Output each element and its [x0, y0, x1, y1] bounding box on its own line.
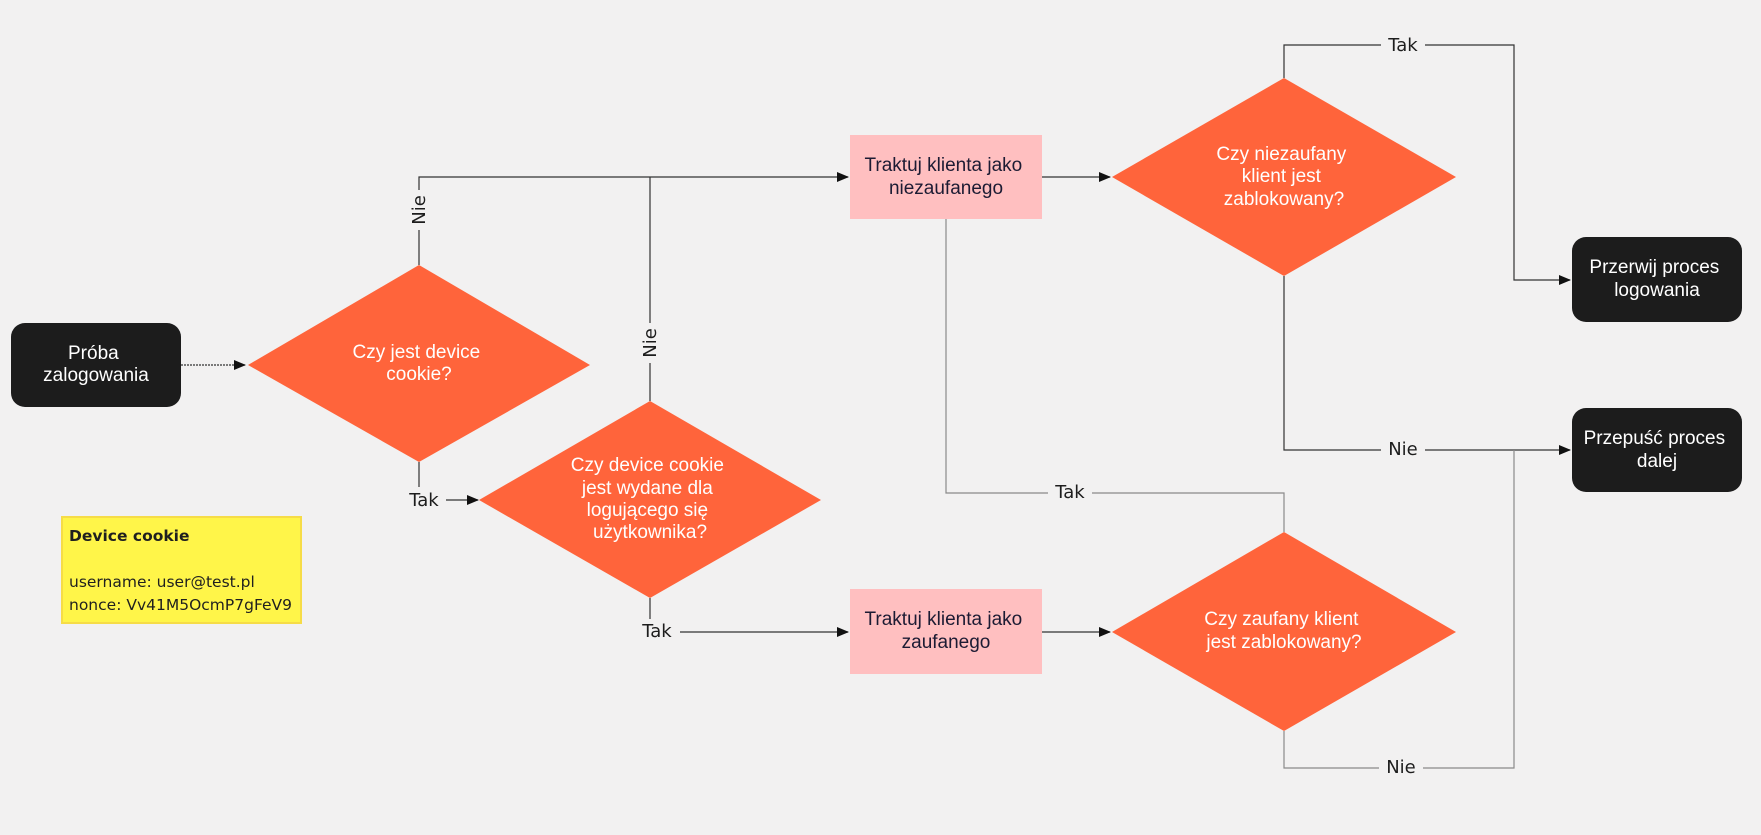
end-abort-login: Przerwij proces logowania — [1572, 237, 1742, 322]
end-continue-process: Przepuść proces dalej — [1572, 408, 1742, 492]
action-treat-trusted-label: Traktuj klienta jako zaufanego — [865, 609, 1028, 653]
action-treat-trusted: Traktuj klienta jako zaufanego — [850, 589, 1042, 674]
decision-cookie-issued-line-3: logującego się — [587, 500, 708, 521]
connector-untrusted-blocked-yes — [1283, 44, 1571, 285]
start-node-label-line-1: Próba — [68, 343, 119, 364]
decision-trusted-blocked-label: Czy zaufany klient jest zablokowany? — [1204, 609, 1363, 653]
connector-cookie-no — [418, 172, 849, 265]
decision-device-cookie-label: Czy jest device cookie? — [352, 342, 485, 385]
edge-label-untrusted-blocked-yes: Tak — [1387, 35, 1418, 56]
decision-untrusted-blocked-line-1: Czy niezaufany — [1216, 144, 1346, 165]
decision-cookie-issued-line-2: jest wydane dla — [581, 478, 713, 499]
edge-label-issued-yes: Tak — [641, 621, 672, 642]
connector-trusted-blocked-yes — [945, 219, 1285, 532]
decision-device-cookie-line-1: Czy jest device — [352, 342, 480, 363]
edge-label-trusted-blocked-no: Nie — [1386, 757, 1416, 778]
decision-cookie-issued-line-1: Czy device cookie — [571, 455, 724, 476]
end-abort-login-line-2: logowania — [1614, 280, 1700, 301]
end-abort-login-label: Przerwij proces logowania — [1589, 257, 1724, 301]
action-treat-untrusted: Traktuj klienta jako niezaufanego — [850, 135, 1042, 219]
start-node-label: Próba zalogowania — [43, 343, 149, 386]
device-cookie-note-title: Device cookie — [69, 527, 190, 545]
action-treat-untrusted-line-1: Traktuj klienta jako — [865, 155, 1023, 176]
decision-untrusted-blocked-line-2: klient jest — [1242, 166, 1322, 187]
decision-trusted-blocked-line-1: Czy zaufany klient — [1204, 609, 1359, 630]
end-abort-login-line-1: Przerwij proces — [1589, 257, 1719, 278]
end-continue-process-label: Przepuść proces dalej — [1584, 428, 1731, 472]
decision-cookie-issued-line-4: użytkownika? — [593, 522, 707, 543]
decision-trusted-blocked-line-2: jest zablokowany? — [1205, 632, 1361, 653]
action-treat-untrusted-line-2: niezaufanego — [889, 178, 1003, 199]
decision-cookie-issued: Czy device cookie jest wydane dla logują… — [479, 401, 821, 598]
decision-cookie-issued-label: Czy device cookie jest wydane dla logują… — [571, 455, 729, 543]
edge-label-trusted-blocked-yes: Tak — [1054, 482, 1085, 503]
connector-untrusted-blocked-no — [1283, 276, 1571, 455]
end-continue-process-line-2: dalej — [1637, 451, 1677, 472]
decision-trusted-blocked: Czy zaufany klient jest zablokowany? — [1112, 532, 1456, 731]
edge-label-cookie-no: Nie — [409, 195, 430, 225]
edge-label-issued-no: Nie — [640, 328, 661, 358]
device-cookie-note: Device cookie username: user@test.pl non… — [61, 516, 302, 624]
device-cookie-note-spacer — [69, 548, 294, 571]
action-treat-trusted-line-2: zaufanego — [902, 632, 991, 653]
decision-device-cookie-line-2: cookie? — [386, 364, 452, 385]
action-treat-trusted-line-1: Traktuj klienta jako — [865, 609, 1023, 630]
start-node: Próba zalogowania — [11, 323, 181, 407]
action-treat-untrusted-label: Traktuj klienta jako niezaufanego — [865, 155, 1028, 199]
end-continue-process-line-1: Przepuść proces — [1584, 428, 1726, 449]
edge-label-cookie-yes: Tak — [408, 490, 439, 511]
device-cookie-note-nonce: nonce: Vv41M5OcmP7gFeV9 — [69, 596, 293, 614]
decision-untrusted-blocked-line-3: zablokowany? — [1224, 189, 1344, 210]
edge-label-untrusted-blocked-no: Nie — [1388, 439, 1418, 460]
device-cookie-note-username: username: user@test.pl — [69, 573, 255, 591]
edge-labels: Nie Tak Nie Tak Tak Nie Tak Nie — [402, 32, 1425, 781]
decision-untrusted-blocked-label: Czy niezaufany klient jest zablokowany? — [1216, 144, 1351, 210]
start-node-label-line-2: zalogowania — [43, 365, 149, 386]
decision-device-cookie: Czy jest device cookie? — [248, 265, 590, 462]
decision-untrusted-blocked: Czy niezaufany klient jest zablokowany? — [1112, 78, 1456, 276]
